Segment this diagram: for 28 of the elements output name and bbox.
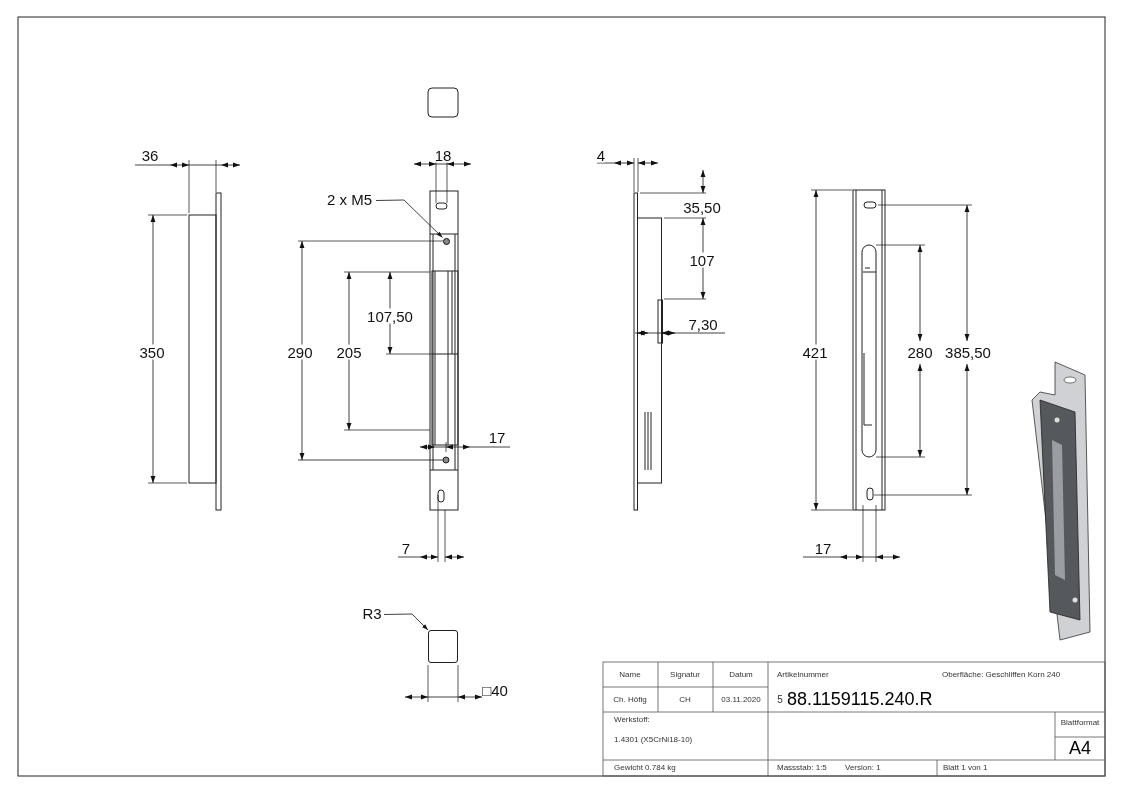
title-block-text: Name	[619, 671, 641, 679]
title-block-text: Werkstoff:	[614, 716, 650, 724]
title-block-text: Artikelnummer	[777, 671, 829, 679]
title-block-text: Signatur	[670, 671, 700, 679]
callout-text: R3	[360, 606, 384, 623]
title-block-text: Oberfläche: Geschliffen Korn 240	[942, 671, 1061, 679]
title-block-text: CH	[679, 696, 691, 704]
callout-text: 2 x M5	[323, 192, 376, 209]
dimension-value: 205	[336, 344, 362, 360]
dimension-value: 290	[287, 344, 313, 360]
title-block-text: 1.4301 (X5CrNi18-10)	[614, 736, 693, 744]
title-block-text: 5	[777, 695, 783, 705]
title-block-text: Ch. Höfig	[613, 696, 647, 704]
screw-hole	[442, 237, 450, 245]
title-block-text: A4	[1069, 739, 1091, 757]
title-block-text: Blatt 1 von 1	[943, 764, 988, 772]
dimension-value: 350	[139, 344, 165, 360]
dimension-value: 421	[802, 344, 828, 360]
title-block-text: Blattformat	[1060, 719, 1100, 727]
title-block-text: Massstab: 1:5	[777, 764, 827, 772]
dimension-value: 107	[689, 252, 715, 268]
bottom-view-drawing	[428, 630, 458, 663]
title-block-text: 88.1159115.240.R	[787, 690, 933, 708]
title-block-text: Gewicht 0.784 kg	[614, 764, 676, 772]
title-block-text: 03.11.2020	[721, 696, 761, 704]
dimension-value: 107,50	[367, 308, 413, 324]
title-block-text: Version: 1	[845, 764, 881, 772]
title-block-text: Datum	[729, 671, 753, 679]
